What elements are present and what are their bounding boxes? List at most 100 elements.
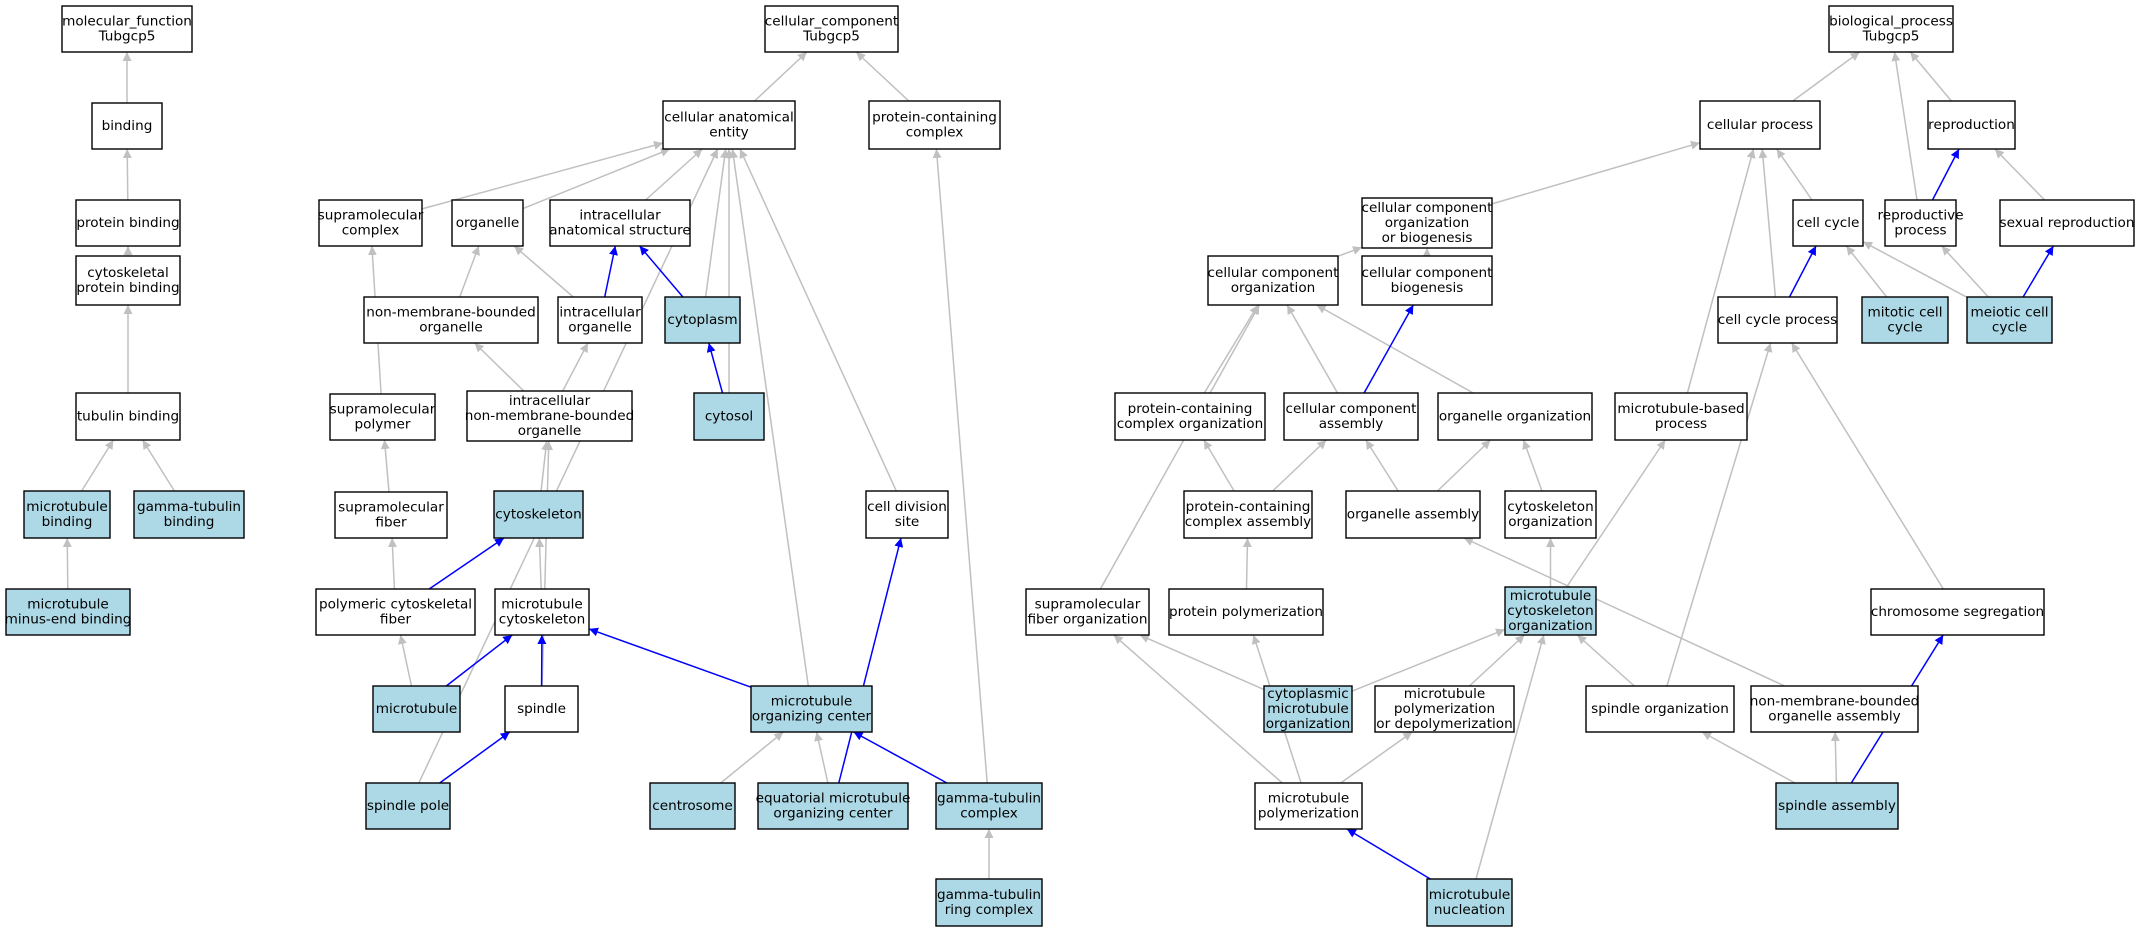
edges-layer [62,51,2055,880]
edge-gtbind-to-tubbind [141,439,176,492]
node-label-line: intracellular [509,393,591,409]
edge-orgasm-to-cca [1365,439,1399,492]
edge-cca-to-cco [1286,304,1339,394]
edge-reproduction-to-bp [1909,51,1952,102]
node-label-line: reproductive [1877,208,1963,224]
edge-chromseg-to-ccproc [1791,342,1944,590]
edge-mtnuc-to-mtco [1475,634,1546,880]
node-box [329,393,436,441]
node-box [1361,197,1493,249]
node-box [1207,255,1339,306]
node-label-line: microtubule [1510,588,1591,604]
node-box [372,685,461,733]
node-box [1437,392,1593,441]
node-label-line: microtubule [771,694,852,710]
node-box [133,490,245,539]
node-label-line: mitotic cell [1868,305,1943,321]
edge-mtoc-to-mtcytosk [588,627,752,688]
edge-inmbo-to-nmbo [474,342,525,392]
node-label-line: protein binding [76,280,179,296]
node-box [1614,392,1748,441]
node-label-line: binding [102,118,153,134]
edge-spindlepole-to-spindle [439,731,511,784]
node-label-line: organizing center [773,806,893,822]
node-label-line: microtubule [376,701,457,717]
edge-cytomtorg-to-mtco [1351,628,1506,692]
node-label-line: polymerization [1394,701,1495,717]
edge-cytoplasm-to-cae [704,148,729,298]
node-label-line: Tubgcp5 [1862,29,1920,45]
node-label-line: chromosome segregation [1871,604,2044,620]
edge-meiotic-to-cellcycle [1862,241,1968,298]
node-label-line: cellular component [1362,200,1493,216]
edge-orgasm-to-orgorg [1436,439,1492,492]
node-label-line: intracellular [559,305,641,321]
node-label-line: organelle [419,320,483,336]
node-label-line: cytoskeletal [87,265,169,281]
node-label-line: binding [42,514,93,530]
node-box [75,392,181,441]
node-box [1717,296,1838,344]
edge-mtpd-to-mtco [1468,634,1526,687]
node-box [451,199,524,247]
node-reproduction: reproduction [1927,100,2016,150]
node-box [1361,255,1493,306]
edge-mtbp-to-cellproc [1686,148,1756,394]
node-label-line: complex [906,125,964,141]
node-label-line: supramolecular [330,402,436,418]
edge-microtubule-to-polyfiber [397,634,413,687]
edge-ccob-to-cellproc [1491,140,1701,205]
edge-celldivsite-to-cae [739,148,897,492]
edge-spindleorg-to-ccproc [1666,342,1773,687]
edge-mtco-to-mtbp [1565,439,1666,588]
node-label-line: spindle assembly [1778,798,1896,814]
edge-spindlepole-to-cae [418,148,719,784]
nodes-layer: molecular_functionTubgcp5bindingprotein … [5,5,2135,927]
node-label-line: spindle pole [367,798,449,814]
node-label-line: supramolecular [338,500,444,516]
edge-mtbind-to-tubbind [80,439,115,492]
node-label-line: Tubgcp5 [802,29,860,45]
node-box [365,782,451,830]
edge-spindle-to-inmbo [541,440,554,687]
node-label-line: non-membrane-bounded [1750,694,1920,710]
node-label-line: organization [1508,618,1593,634]
node-box [504,685,579,733]
edge-intraorg-to-organelle [513,245,574,298]
node-label-line: entity [709,125,748,141]
node-binding: binding [91,102,163,150]
edge-nmboa-to-orgasm [1463,537,1786,687]
node-protpoly: protein polymerization [1168,588,1324,636]
node-box [1168,588,1324,636]
node-box [334,491,448,539]
node-label-line: polymerization [1258,806,1359,822]
node-box [315,588,476,636]
node-protbind: protein binding [75,199,181,247]
node-box [1828,5,1954,53]
node-label-line: biogenesis [1391,280,1464,296]
node-label-line: cellular anatomical [664,110,794,126]
edge-cytoskorg-to-orgorg [1522,439,1543,492]
node-label-line: microtubule-based [1617,401,1744,417]
edge-protbind-to-binding [122,148,132,201]
node-spindleasm: spindle assembly [1775,782,1899,830]
edge-meiotic-to-sexrepro [2022,245,2055,298]
node-box [549,199,691,247]
edge-spindleorg-to-mtco [1576,634,1635,687]
node-box [5,588,131,636]
node-label-line: non-membrane-bounded [366,305,536,321]
edge-polyfiber-to-cytoskeleton [428,537,505,590]
node-box [1426,878,1513,927]
